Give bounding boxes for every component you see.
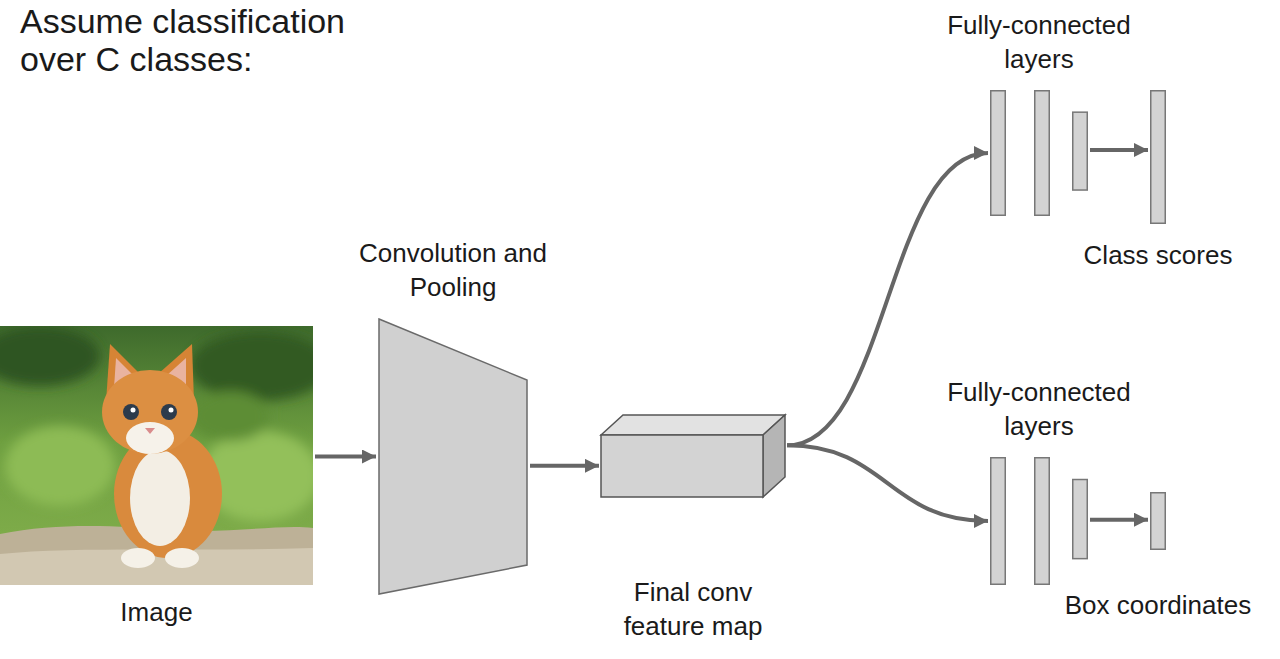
output-bar <box>1150 90 1166 224</box>
image-frame <box>0 326 313 585</box>
node-label: Box coordinates <box>1038 588 1278 622</box>
cat-eye <box>123 404 139 420</box>
feature-map-box-node: Final conv feature map <box>601 415 785 643</box>
cube-top <box>601 415 785 435</box>
cat-paw <box>121 548 155 568</box>
layer-bar <box>1073 112 1088 190</box>
cat-head <box>102 370 198 454</box>
cat-muzzle <box>126 422 174 454</box>
layer-bar <box>1035 91 1050 216</box>
cat-paw <box>165 548 199 568</box>
layer-bar <box>1151 91 1166 224</box>
layer-bar <box>991 458 1006 585</box>
fc-layer-bars-node: Fully-connected layers <box>919 375 1159 585</box>
feature-map-box <box>601 415 785 497</box>
output-bar <box>1150 492 1166 550</box>
cat-chest <box>130 450 190 546</box>
conv-trapezoid-node: Convolution and Pooling <box>358 236 548 595</box>
layer-bar <box>1035 458 1050 585</box>
title-text: Assume classification over C classes: <box>20 2 420 78</box>
flow-arrow <box>787 445 988 521</box>
node-label: Image <box>57 595 257 629</box>
conv-trapezoid <box>378 318 528 595</box>
flow-arrow <box>315 455 376 459</box>
node-label: Convolution and Pooling <box>358 236 548 304</box>
fc-layer-bars <box>990 90 1088 216</box>
cube-front <box>601 435 763 497</box>
layer-bar <box>1073 480 1088 559</box>
node-label: Final conv feature map <box>603 575 783 643</box>
fc-layer-bars <box>990 457 1088 585</box>
eye-highlight <box>131 408 136 413</box>
layer-bar <box>991 91 1006 216</box>
image-frame-node: Image <box>0 326 313 629</box>
node-label: Class scores <box>1048 238 1268 272</box>
flow-arrow <box>530 464 599 468</box>
cat-eye <box>161 404 177 420</box>
title-box: Assume classification over C classes: <box>20 2 420 78</box>
output-bar-node: Box coordinates <box>1038 492 1278 622</box>
layer-bar <box>1151 493 1166 550</box>
node-label: Fully-connected layers <box>919 375 1159 443</box>
trapezoid-outline <box>379 319 527 594</box>
flow-arrow <box>1090 148 1148 152</box>
kitten-photo <box>0 326 313 585</box>
eye-highlight <box>169 408 174 413</box>
node-label: Fully-connected layers <box>919 8 1159 76</box>
fc-layer-bars-node: Fully-connected layers <box>919 8 1159 216</box>
cat-nose <box>145 428 155 434</box>
output-bar-node: Class scores <box>1048 90 1268 272</box>
cube-side <box>763 415 785 497</box>
flow-arrow <box>1090 518 1148 522</box>
